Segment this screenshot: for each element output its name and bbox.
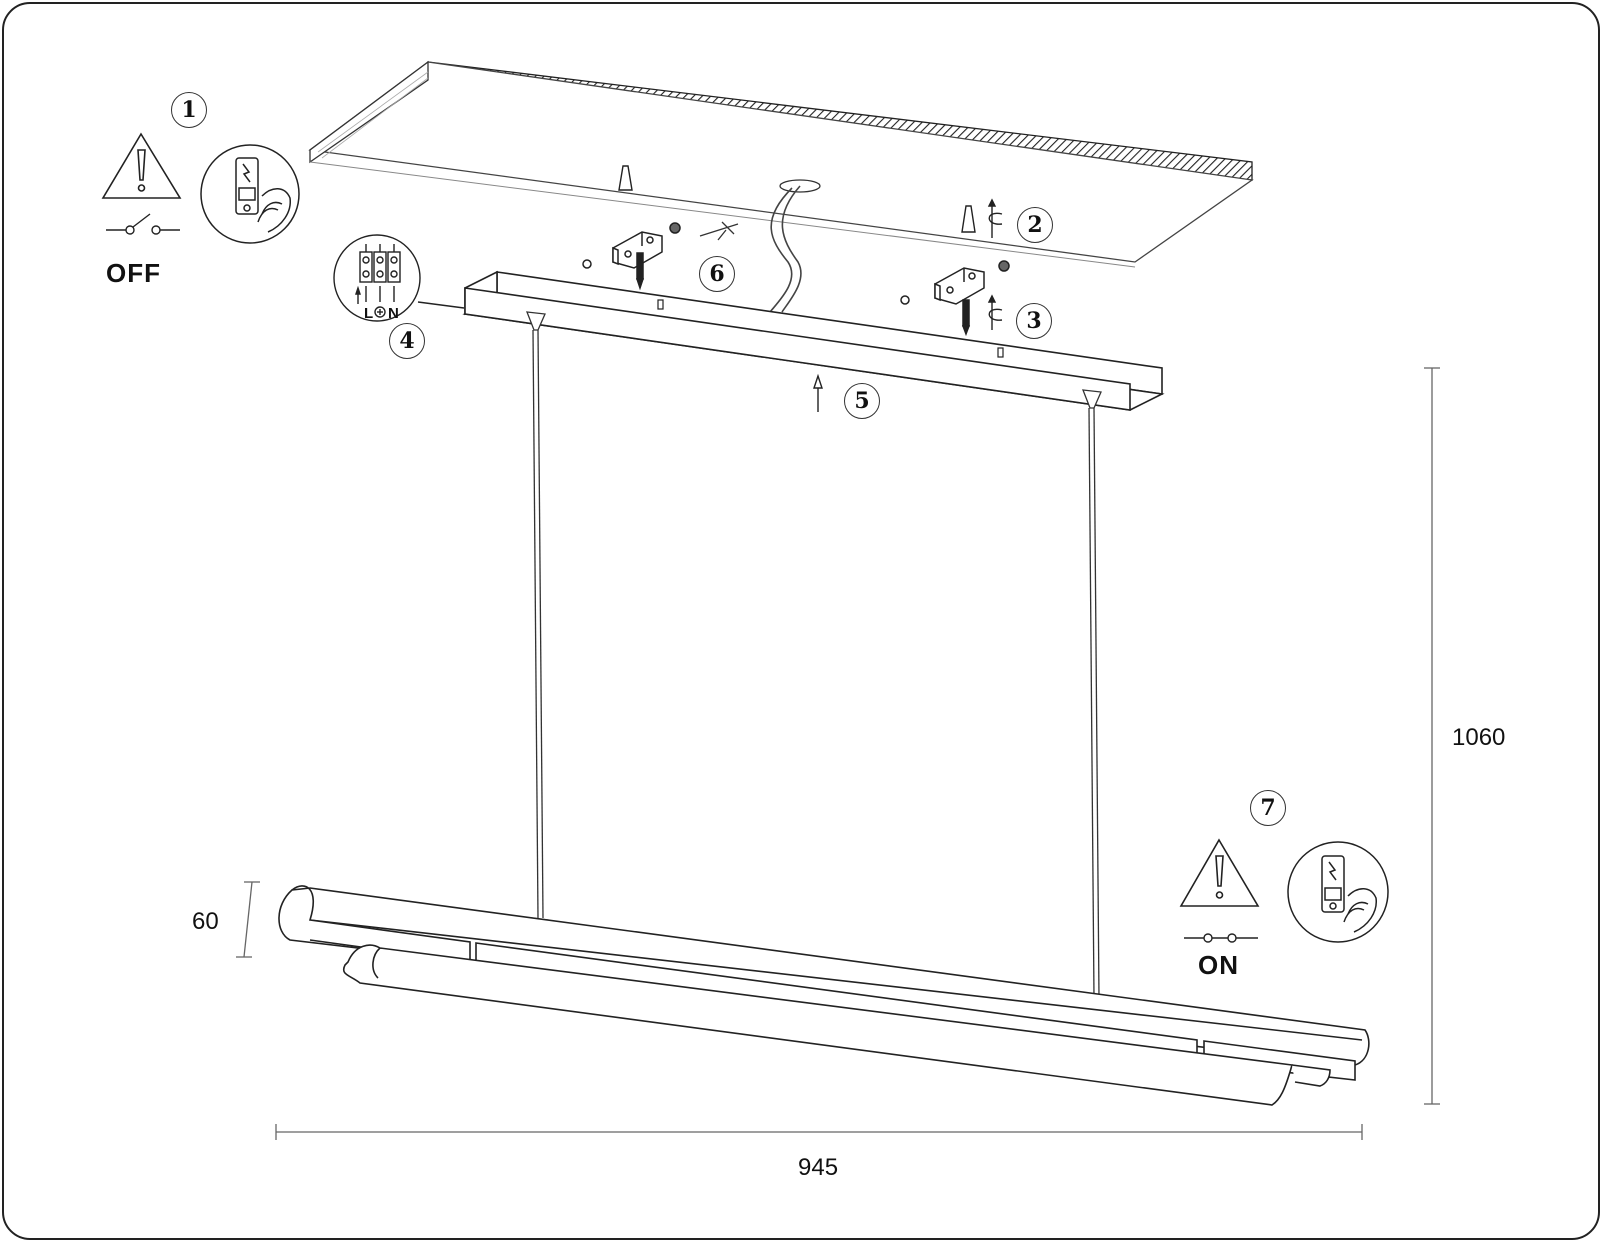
hand-pressing-switch-icon [200,144,300,244]
ceiling [308,60,1254,268]
suspension-cables [526,311,1105,1007]
step-5-marker: 5 [844,383,880,419]
mounting-bracket-left [582,222,681,291]
step-1-marker: 1 [171,92,207,128]
switch-on-label: ON [1198,950,1239,980]
switch-off-label: OFF [106,258,161,288]
mounting-bracket-right [900,260,1010,337]
switch-open-icon [106,213,180,235]
step-3-marker: 3 [1016,303,1052,339]
step-2-marker: 2 [1017,207,1053,243]
screwdriver-icon [699,221,739,241]
rotate-arrow-icon [987,198,1003,330]
step-7-marker: 7 [1250,790,1286,826]
height-dimension-label: 1060 [1452,724,1506,751]
width-dimension-label: 945 [798,1154,839,1181]
hand-pressing-switch-on-icon [1287,841,1389,943]
wall-plug-icon [618,165,976,233]
wire-live-label: L [364,305,373,322]
step-4-marker: 4 [389,323,425,359]
warning-triangle-icon [101,132,182,199]
dimension-lines [236,367,1440,1140]
switch-closed-icon [1184,933,1258,943]
wire-neutral-label: N [388,305,399,322]
power-cable [769,187,793,313]
lamp-body [278,885,1370,1106]
warning-triangle-on-icon [1179,838,1260,907]
canopy-base [462,270,1165,411]
depth-dimension-label: 60 [192,908,219,935]
step-6-marker: 6 [699,256,735,292]
insert-arrow-icon [813,373,823,412]
terminal-block-icon [333,234,465,322]
